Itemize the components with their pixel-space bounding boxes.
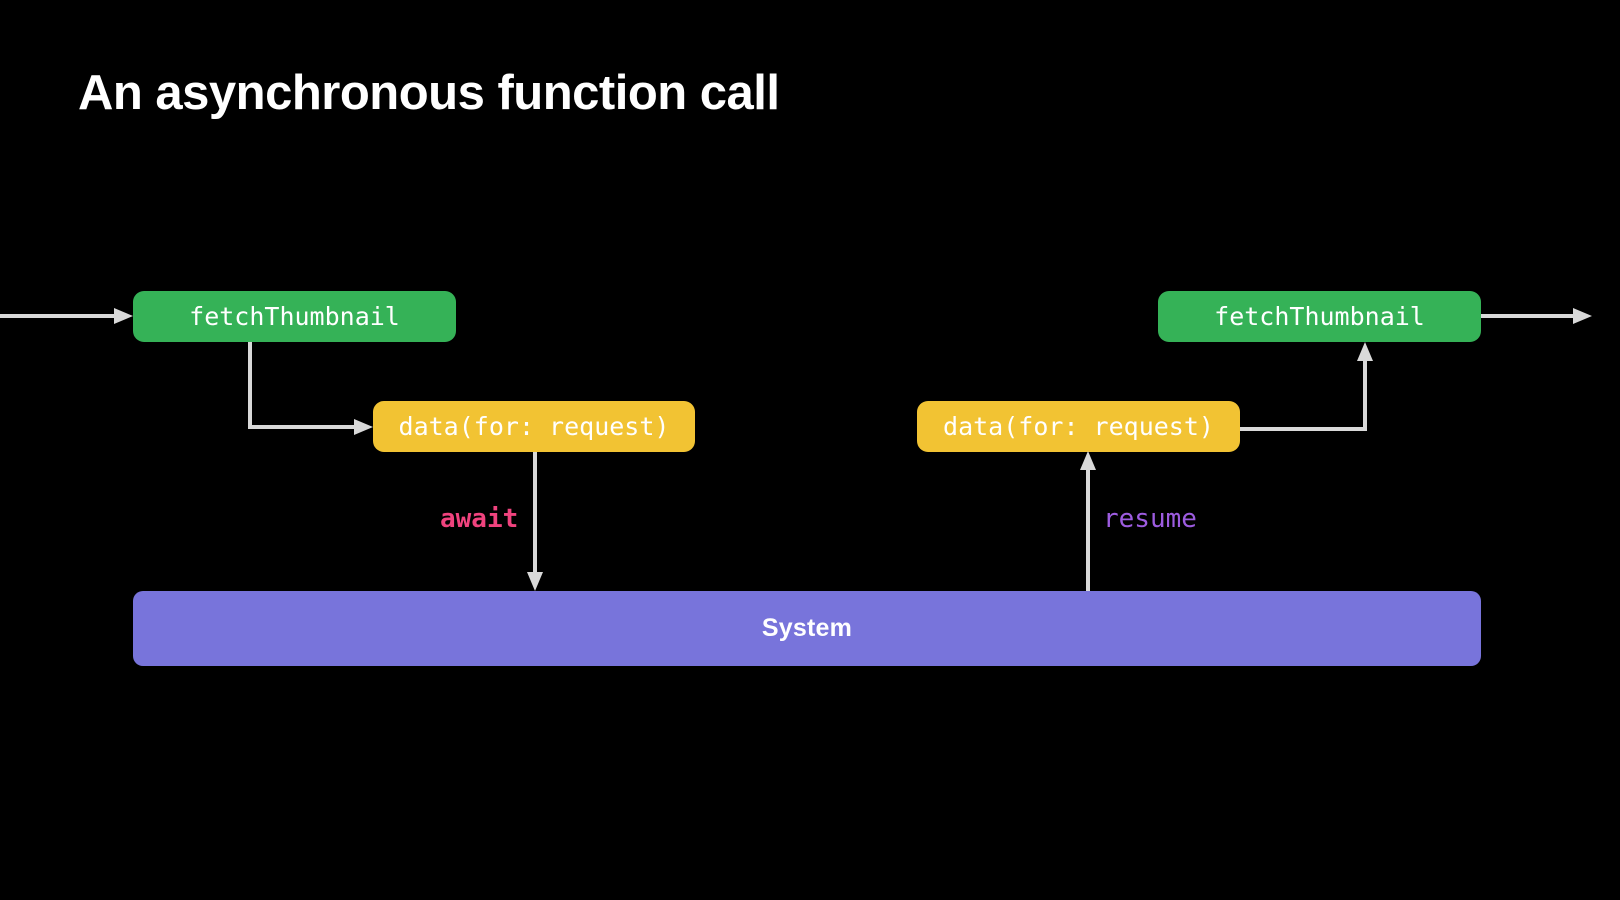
arrow-up-icon: [1080, 451, 1096, 470]
node-fetch-thumbnail-right-label: fetchThumbnail: [1214, 302, 1425, 331]
arrow-down-icon: [527, 572, 543, 591]
resume-label: resume: [1103, 504, 1197, 534]
arrow-await-line: [533, 452, 537, 573]
arrow-right-icon: [354, 419, 373, 435]
arrow-elbow1-vertical-line: [248, 342, 252, 429]
node-data-for-request-right-label: data(for: request): [943, 412, 1214, 441]
arrow-resume-line: [1086, 470, 1090, 591]
arrow-exit-line: [1481, 314, 1574, 318]
system-bar-label: System: [761, 614, 853, 642]
node-data-for-request-left-label: data(for: request): [398, 412, 670, 441]
await-label: await: [440, 504, 519, 534]
node-fetch-thumbnail-left-label: fetchThumbnail: [189, 302, 400, 331]
arrow-up-icon: [1357, 342, 1373, 361]
arrow-elbow2-horizontal-line: [1240, 427, 1367, 431]
node-data-for-request-right: data(for: request): [917, 401, 1240, 452]
node-fetch-thumbnail-left: fetchThumbnail: [133, 291, 456, 342]
arrow-right-icon: [114, 308, 133, 324]
arrow-entry-line: [0, 314, 115, 318]
node-data-for-request-left: data(for: request): [373, 401, 695, 452]
node-fetch-thumbnail-right: fetchThumbnail: [1158, 291, 1481, 342]
slide-title: An asynchronous function call: [78, 65, 780, 120]
arrow-elbow2-vertical-line: [1363, 361, 1367, 431]
arrow-elbow1-horizontal-line: [248, 425, 354, 429]
arrow-right-icon: [1573, 308, 1592, 324]
system-bar: System: [133, 591, 1481, 666]
